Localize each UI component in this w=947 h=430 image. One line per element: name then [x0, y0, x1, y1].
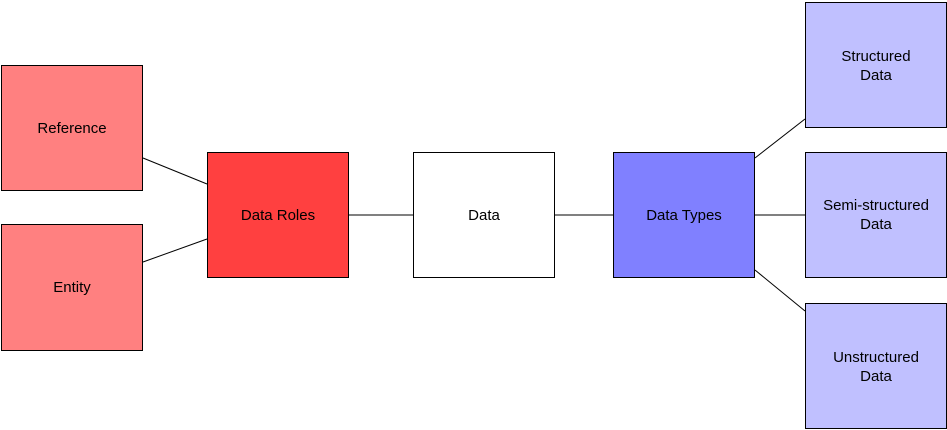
node-label: Data [468, 206, 500, 224]
node-label: Unstructured Data [833, 349, 919, 385]
node-data[interactable]: Data [413, 152, 555, 278]
node-label: Semi-structured Data [823, 197, 929, 233]
node-label: Data Roles [240, 206, 316, 224]
node-label: Structured Data [841, 48, 911, 84]
node-structured-data[interactable]: Structured Data [805, 2, 947, 128]
node-label: Reference [37, 119, 107, 137]
node-entity[interactable]: Entity [1, 224, 143, 351]
node-data-types[interactable]: Data Types [613, 152, 755, 278]
node-reference[interactable]: Reference [1, 65, 143, 191]
node-label: Data Types [646, 206, 722, 224]
edge-reference-to-data-roles [142, 157, 208, 185]
node-semi-structured-data[interactable]: Semi-structured Data [805, 152, 947, 278]
edge-entity-to-data-roles [142, 238, 208, 263]
node-label: Entity [53, 279, 91, 296]
edge-data-types-to-structured [754, 118, 806, 159]
edge-data-types-to-unstructured [754, 269, 806, 312]
node-unstructured-data[interactable]: Unstructured Data [805, 303, 947, 429]
node-data-roles[interactable]: Data Roles [207, 152, 349, 278]
